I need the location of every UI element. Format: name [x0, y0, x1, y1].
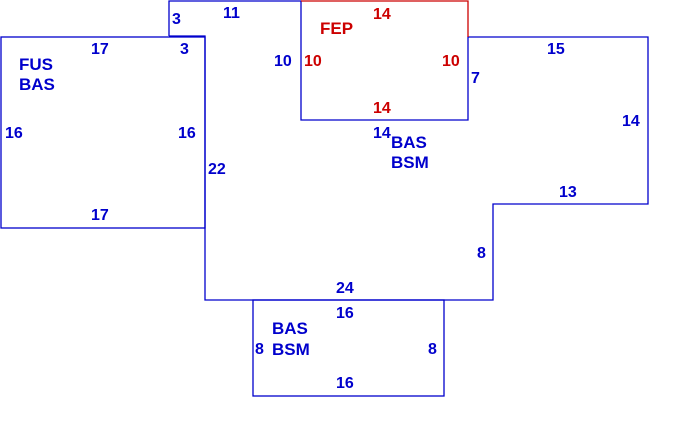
dim-right-side-14: 14 — [622, 113, 640, 130]
dim-top-notch-top: 11 — [223, 5, 240, 22]
dim-fep-left-blue: 10 — [274, 53, 292, 70]
dim-lower-right: 8 — [428, 341, 437, 358]
dim-fus-bottom: 17 — [91, 207, 109, 224]
main-area-label-line1: BAS — [391, 133, 427, 152]
dim-step-13: 13 — [559, 184, 577, 201]
lower-area-label-line2: BSM — [272, 340, 310, 359]
dim-fep-bottom-blue: 14 — [373, 125, 391, 142]
dim-bottom-24: 24 — [336, 280, 354, 297]
main-area-label-line2: BSM — [391, 153, 429, 172]
dim-fus-top: 17 — [91, 41, 109, 58]
fep-label: FEP — [320, 19, 353, 38]
fep-outline — [301, 0, 469, 37]
dim-right-step-7: 7 — [471, 70, 480, 87]
dim-wall-22: 22 — [208, 161, 226, 178]
dim-top-notch-left: 3 — [172, 11, 181, 28]
dim-fep-left-red: 10 — [304, 53, 322, 70]
dim-fep-bottom-red: 14 — [373, 100, 391, 117]
dim-fep-top: 14 — [373, 6, 391, 23]
dim-lower-top: 16 — [336, 305, 354, 322]
dim-fep-right-red: 10 — [442, 53, 460, 70]
fus-bas-label-line1: FUS — [19, 55, 53, 74]
dim-fus-left: 16 — [5, 125, 23, 142]
dim-top-right-15: 15 — [547, 41, 565, 58]
dim-lower-bottom: 16 — [336, 375, 354, 392]
dim-lower-left: 8 — [255, 341, 264, 358]
dim-top-notch-right: 3 — [180, 41, 189, 58]
lower-area-label-line1: BAS — [272, 319, 308, 338]
lower-bas-bsm-outline — [252, 299, 445, 397]
fus-bas-outline — [0, 36, 206, 229]
dim-fus-right: 16 — [178, 125, 196, 142]
dim-step-8: 8 — [477, 245, 486, 262]
fus-bas-label-line2: BAS — [19, 75, 55, 94]
